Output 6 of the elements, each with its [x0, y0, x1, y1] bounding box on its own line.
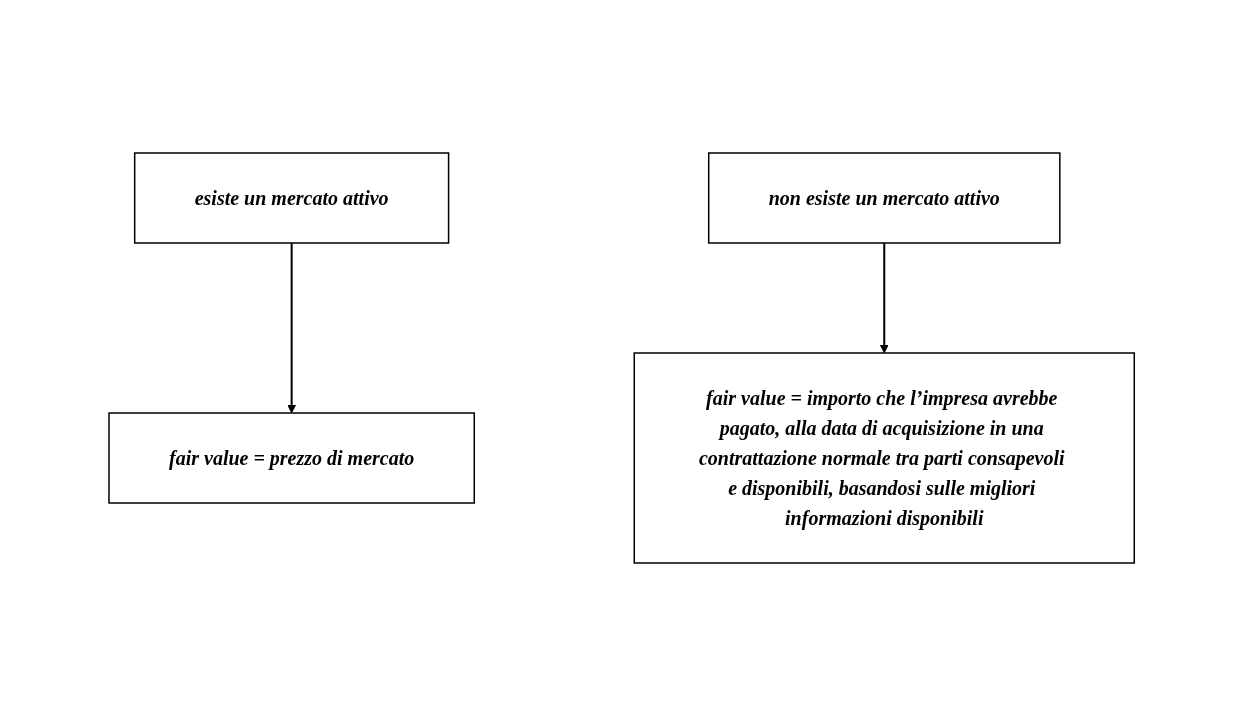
arrow [879, 242, 889, 354]
node-box: non esiste un mercato attivo [707, 152, 1061, 244]
node-box: esiste un mercato attivo [133, 152, 450, 244]
node-box: fair value = prezzo di mercato [108, 412, 475, 504]
node-box: fair value = importo che l’impresa avrebbe pagato, alla data di acquisizione in una contrattazione normale tra parti consapevoli e disponibili, basandosi sulle migliori informazioni disponibili [633, 352, 1135, 564]
arrow [287, 242, 296, 414]
